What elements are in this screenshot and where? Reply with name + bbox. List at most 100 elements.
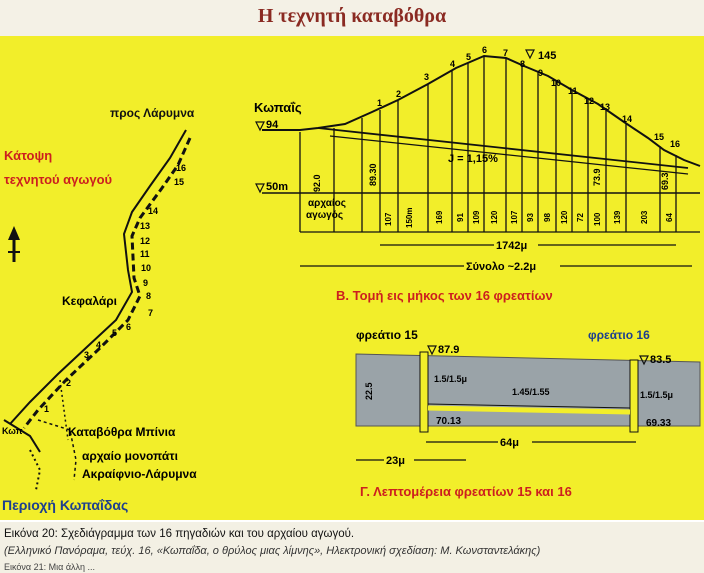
plan-shaft-16: 16 [176, 163, 186, 173]
to-larymna-label: προς Λάρυμνα [110, 106, 195, 120]
sec-shaft-1: 1 [377, 98, 382, 108]
kefalari-label: Κεφαλάρι [62, 294, 117, 308]
plan-shaft-9: 9 [143, 278, 148, 288]
sec-shaft-6: 6 [482, 45, 487, 55]
sec-shaft-5: 5 [466, 52, 471, 62]
elev15-bot: 70.13 [436, 416, 461, 427]
sec-shaft-16: 16 [670, 139, 680, 149]
plan-view: Κάτοψη τεχνητού αγωγού προς Λάρυμνα 16 1… [2, 106, 197, 513]
height-label: 22.5 [364, 382, 374, 400]
canal-path [9, 129, 187, 425]
plan-shaft-12: 12 [140, 236, 150, 246]
dist-3: 91 [456, 213, 465, 222]
detail-tunnel-top [427, 403, 631, 409]
plan-shaft-15: 15 [174, 177, 184, 187]
slope-label: J = 1,15% [448, 153, 498, 165]
region-label: Περιοχή Κωπαΐδας [2, 497, 128, 513]
detail-section: φρεάτιο 15 φρεάτιο 16 87.9 83.5 70.13 69… [355, 328, 701, 499]
elev-50m: 50m [266, 181, 288, 193]
plan-shaft-11: 11 [140, 249, 150, 259]
dist64-label: 64μ [500, 437, 519, 449]
plan-shaft-7: 7 [148, 308, 153, 318]
footpath-line [37, 419, 77, 481]
depth-920: 92.0 [312, 174, 322, 192]
shaft-16 [629, 359, 639, 433]
sec-shaft-7: 7 [503, 48, 508, 58]
elev-94: 94 [266, 119, 279, 131]
sec-shaft-11: 11 [568, 86, 578, 96]
figure-caption: Εικόνα 20: Σχεδιάγραμμα των 16 πηγαδιών … [0, 522, 704, 573]
ancient-label-1: αρχαίος [308, 198, 346, 209]
shaft-verticals [299, 56, 677, 232]
elev-145: 145 [538, 50, 556, 62]
dist-4: 109 [472, 210, 481, 224]
caption-line-2: (Ελληνικό Πανόραμα, τεύχ. 16, «Κωπαΐδα, … [4, 545, 541, 557]
plan-heading-2: τεχνητού αγωγού [4, 172, 113, 187]
sec-shaft-15: 15 [654, 132, 664, 142]
sec-shaft-2: 2 [396, 89, 401, 99]
dist23-label: 23μ [386, 455, 405, 467]
tunnel-line-2 [329, 135, 689, 175]
ancient-label-2: αγωγός [306, 210, 343, 221]
dist-8: 98 [543, 213, 552, 222]
dist-6: 107 [510, 210, 519, 224]
dist-11: 100 [593, 212, 602, 226]
plan-heading-1: Κάτοψη [4, 148, 52, 163]
dist-1: 150m [405, 208, 414, 228]
shaft16-label: φρεάτιο 16 [588, 328, 650, 342]
elev15-top: 87.9 [438, 344, 459, 356]
footpath-line-2 [59, 379, 69, 441]
elev16-top: 83.5 [650, 354, 671, 366]
section-caption: Β. Τομή εις μήκος των 16 φρεατίων [336, 288, 553, 303]
plan-shaft-3: 3 [84, 350, 89, 360]
dist-9: 120 [560, 210, 569, 224]
total-dist-label: 1742μ [496, 240, 527, 252]
sec-shaft-14: 14 [622, 114, 632, 124]
hatched-edge [3, 419, 41, 453]
tunnel-line [317, 127, 689, 169]
dist-13: 203 [640, 210, 649, 224]
north-arrow-icon [8, 226, 20, 262]
plan-shaft-5: 5 [112, 328, 117, 338]
plan-shaft-4: 4 [96, 340, 101, 350]
sec-shaft-8: 8 [520, 59, 525, 69]
sec-shaft-3: 3 [424, 72, 429, 82]
sec-shaft-10: 10 [551, 78, 561, 88]
footpath-label-1: αρχαίο μονοπάτι [82, 449, 178, 463]
shaft15-label: φρεάτιο 15 [356, 328, 418, 342]
detail-tunnel [427, 405, 631, 415]
plan-shaft-1: 1 [44, 404, 49, 414]
dist-14: 64 [665, 213, 674, 222]
sec-shaft-12: 12 [584, 96, 594, 106]
aqueduct-path [22, 137, 192, 429]
total-all-label: Σύνολο ~2.2μ [466, 261, 536, 273]
plan-shaft-10: 10 [141, 263, 151, 273]
side-label: Κωπ [2, 426, 23, 436]
depth-693: 69.3 [660, 172, 670, 190]
plan-shaft-2: 2 [66, 378, 71, 388]
sec-shaft-9: 9 [538, 68, 543, 78]
katavothra-label: Καταβόθρα Μπίνια [68, 425, 176, 439]
hatched-edge-2 [29, 449, 42, 491]
page-title: Η τεχνητή καταβόθρα [257, 5, 447, 27]
slope-right: 1.5/1.5μ [640, 390, 673, 400]
detail-caption: Γ. Λεπτομέρεια φρεατίων 15 και 16 [360, 484, 572, 499]
shaft-15 [419, 351, 429, 433]
caption-line-3: Εικόνα 21: Μια άλλη ... [4, 562, 96, 572]
dist-5: 120 [490, 210, 499, 224]
dist-12: 139 [613, 210, 622, 224]
slope-left: 1.5/1.5μ [434, 374, 467, 384]
diagram-panel [0, 36, 704, 520]
plan-shaft-8: 8 [146, 291, 151, 301]
plan-shaft-13: 13 [140, 221, 150, 231]
dist-0: 107 [384, 212, 393, 226]
sec-shaft-4: 4 [450, 59, 455, 69]
depth-8930: 89.30 [368, 163, 378, 186]
kopais-label: Κωπαΐς [254, 100, 302, 115]
sec-shaft-13: 13 [600, 102, 610, 112]
plan-shaft-14: 14 [148, 206, 158, 216]
header-bar: Η τεχνητή καταβόθρα [0, 0, 704, 36]
dist-7: 93 [526, 213, 535, 222]
